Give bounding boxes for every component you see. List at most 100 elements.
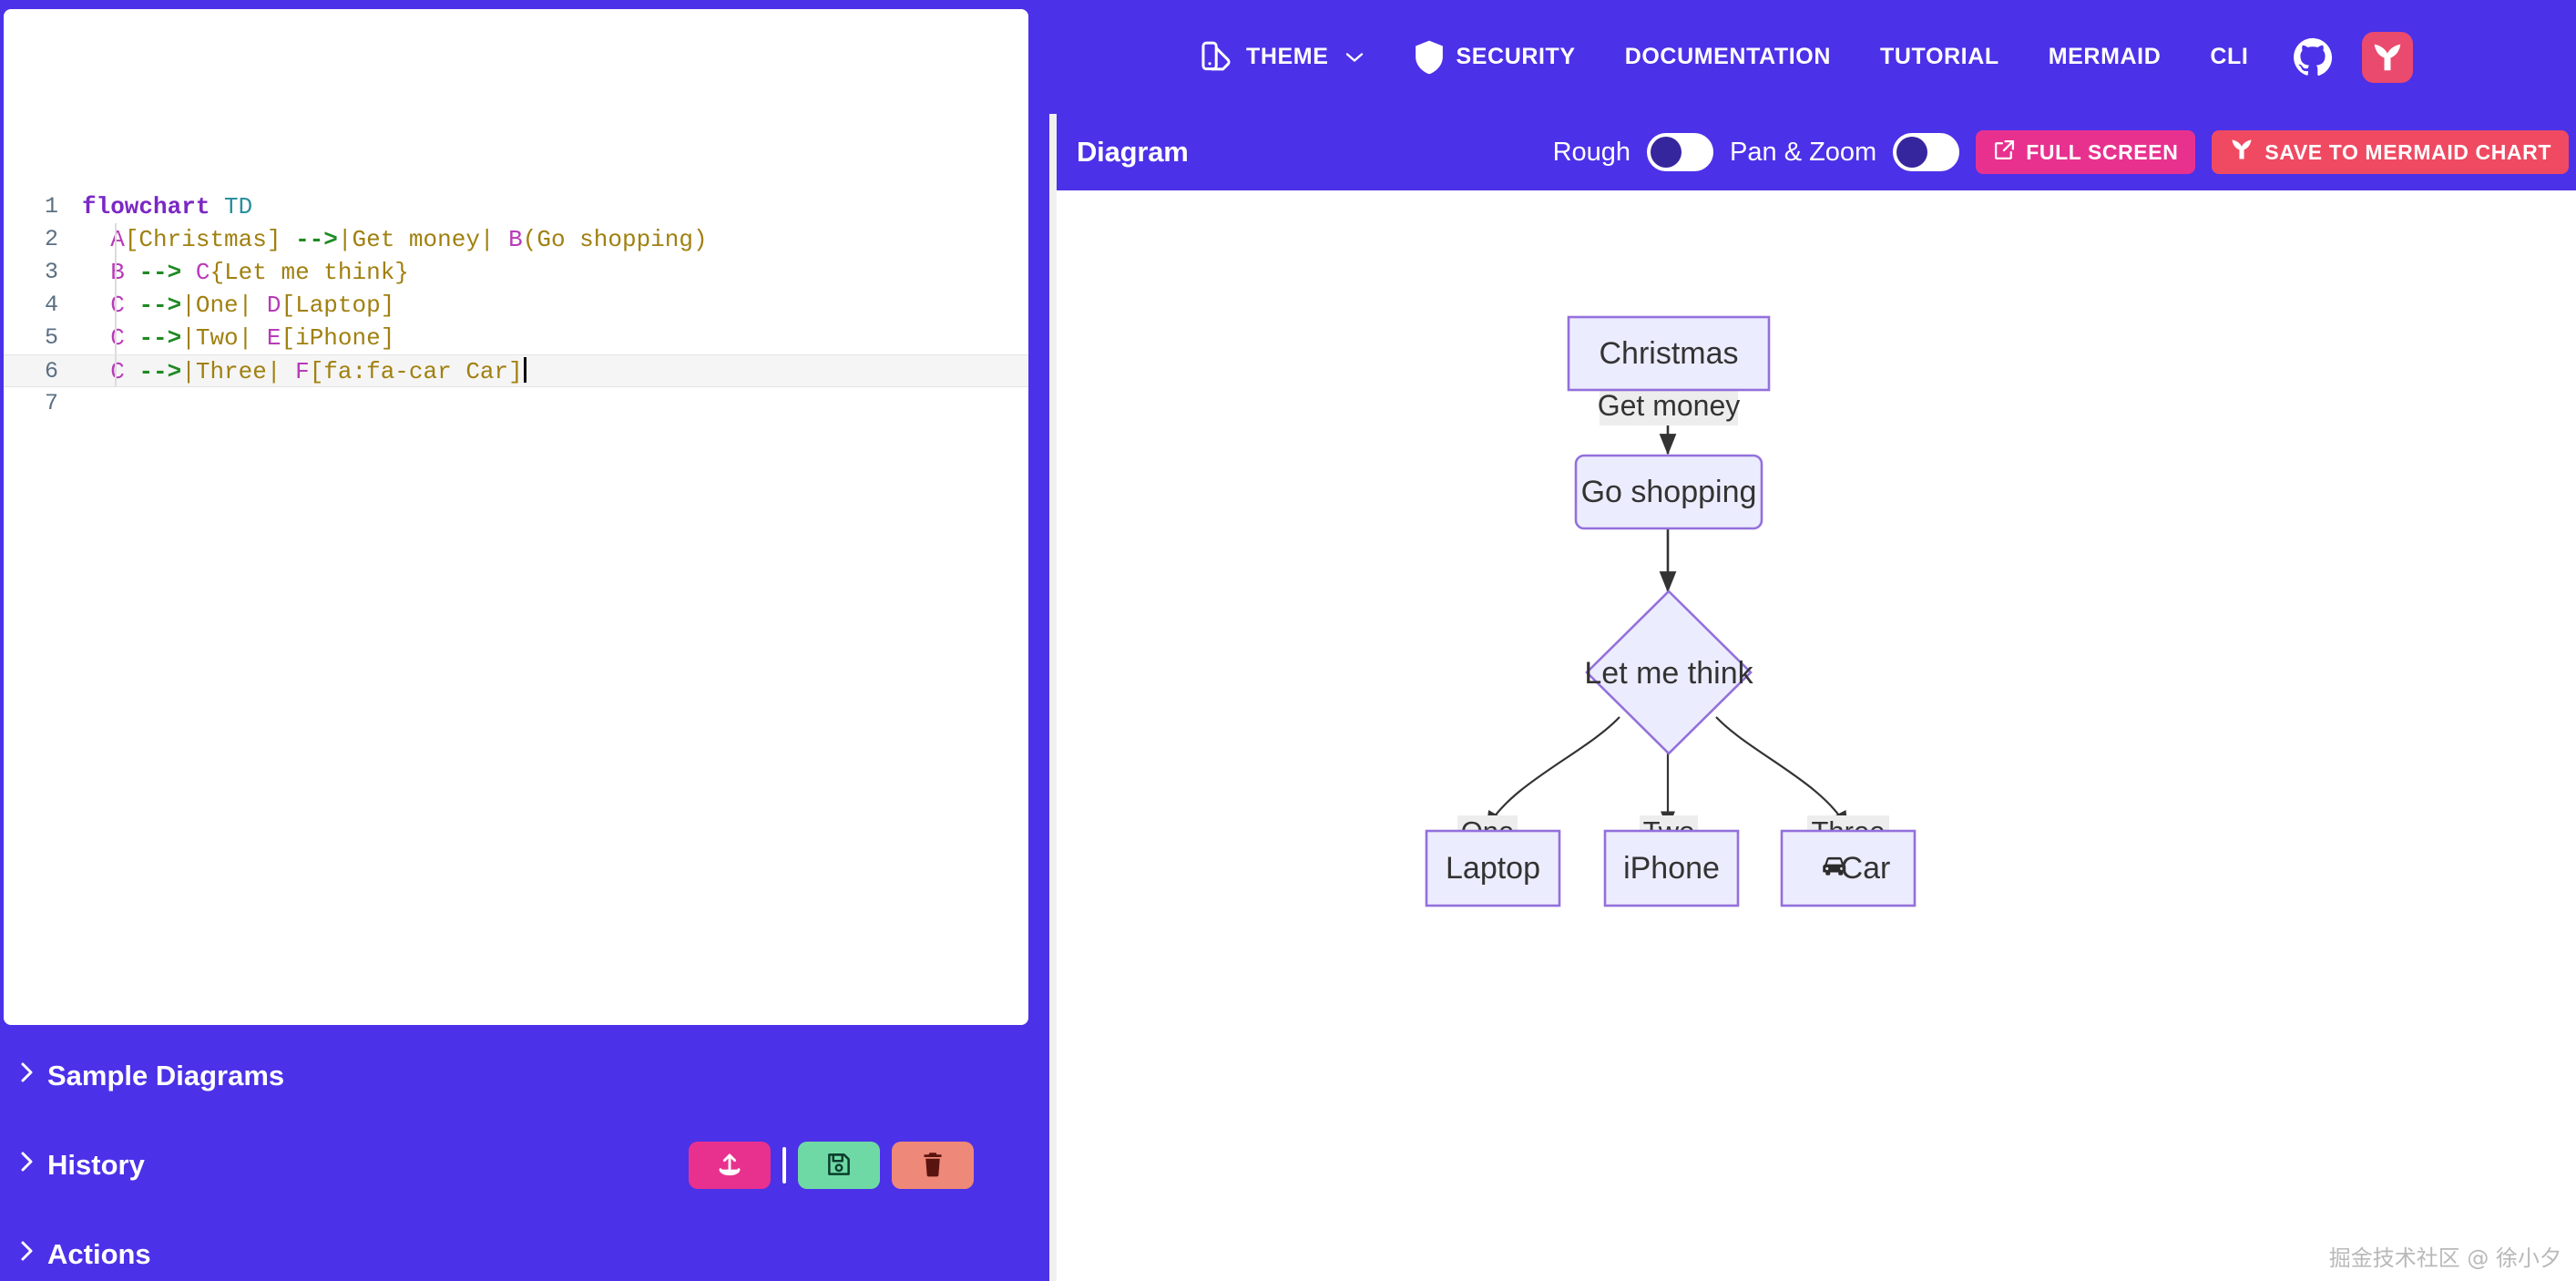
accordion-sample-diagrams[interactable]: Sample Diagrams [4, 1043, 1028, 1109]
code-line-text: B --> C{Let me think} [110, 259, 409, 286]
indent-guide [115, 289, 117, 322]
save-chart-label: SAVE TO MERMAID CHART [2264, 139, 2551, 164]
accordion-label: Actions [47, 1238, 151, 1270]
line-number: 3 [44, 259, 58, 285]
shield-icon [1414, 39, 1445, 76]
code-line-4: 4 C -->|One| D[Laptop] [4, 289, 1028, 322]
accordion-sample-diagrams-title: Sample Diagrams [18, 1060, 284, 1092]
diagram-canvas[interactable]: Get money One Two Three Christmas [1057, 190, 2576, 1281]
code-line-text: C -->|One| D[Laptop] [110, 292, 395, 319]
nav-links: THEME SECURITY DOCUMENTATION TUTORIAL [1175, 0, 2429, 114]
upload-icon [716, 1151, 743, 1181]
car-icon [1823, 856, 1846, 876]
indent-guide [115, 355, 117, 386]
node-let-me-think[interactable]: Let me think [1584, 589, 1754, 755]
node-iphone[interactable]: iPhone [1603, 829, 1740, 907]
theme-palette-icon [1200, 39, 1234, 76]
nav-item-mermaid-label: MERMAID [2048, 44, 2162, 69]
node-go-shopping[interactable]: Go shopping [1574, 454, 1763, 530]
text-cursor [523, 357, 526, 383]
code-editor[interactable]: 1 flowchart TD 2 A[Christmas] -->|Get mo… [4, 190, 1028, 1025]
accordion-label: Sample Diagrams [47, 1060, 285, 1091]
chevron-right-icon [18, 1238, 36, 1271]
diagram-header-controls: Rough Pan & Zoom FULL SCREEN [1553, 130, 2569, 174]
node-label: Laptop [1446, 851, 1540, 886]
history-actions [689, 1142, 974, 1189]
nav-item-theme-label: THEME [1246, 44, 1329, 69]
nav-item-security[interactable]: SECURITY [1389, 0, 1600, 114]
full-screen-label: FULL SCREEN [2026, 139, 2179, 164]
code-line-text: C -->|Two| E[iPhone] [110, 324, 395, 352]
node-label: iPhone [1623, 851, 1720, 886]
full-screen-button[interactable]: FULL SCREEN [1976, 130, 2196, 174]
toggle-knob [1651, 137, 1682, 168]
code-line-2: 2 A[Christmas] -->|Get money| B(Go shopp… [4, 223, 1028, 256]
mermaid-chart-logo [2362, 31, 2414, 83]
nav-item-cli-label: CLI [2210, 44, 2249, 69]
diagram-panel: Diagram Rough Pan & Zoom FULL SCREEN [1057, 114, 2576, 1281]
code-line-text: A[Christmas] -->|Get money| B(Go shoppin… [110, 226, 708, 253]
mermaid-chart-logo [2229, 137, 2254, 168]
pan-zoom-label: Pan & Zoom [1730, 137, 1877, 167]
chevron-down-icon [1344, 51, 1365, 64]
line-number: 5 [44, 324, 58, 351]
line-number: 2 [44, 226, 58, 252]
nav-item-mermaid[interactable]: MERMAID [2024, 0, 2186, 114]
nav-item-theme[interactable]: THEME [1175, 0, 1389, 114]
nav-item-documentation[interactable]: DOCUMENTATION [1600, 0, 1855, 114]
line-number: 4 [44, 292, 58, 318]
floppy-disk-icon [825, 1151, 853, 1181]
chevron-right-icon [18, 1060, 36, 1092]
save-button[interactable] [798, 1142, 880, 1189]
code-line-text: C -->|Three| F[fa:fa-car Car] [75, 355, 526, 388]
nav-item-mermaid-chart[interactable] [2353, 0, 2429, 114]
code-line-6: 6 C -->|Three| F[fa:fa-car Car] [4, 354, 1028, 387]
indent-guide [115, 322, 117, 354]
accordion-history[interactable]: History [4, 1132, 1028, 1198]
upload-button[interactable] [689, 1142, 771, 1189]
diagram-panel-title: Diagram [1077, 136, 1189, 168]
rough-label: Rough [1552, 137, 1631, 167]
node-laptop[interactable]: Laptop [1425, 829, 1561, 907]
line-number: 7 [44, 390, 58, 416]
panel-divider[interactable] [1049, 114, 1057, 1281]
node-car[interactable]: Car [1780, 829, 1917, 907]
pan-zoom-toggle[interactable] [1893, 133, 1960, 171]
accordion-label: History [47, 1149, 145, 1181]
node-label: Go shopping [1581, 475, 1757, 509]
edge-label-text: Get money [1598, 389, 1741, 422]
node-christmas[interactable]: Christmas [1567, 315, 1771, 392]
external-link-icon [1993, 138, 2016, 167]
indent-guide [115, 256, 117, 289]
code-lines: 1 flowchart TD 2 A[Christmas] -->|Get mo… [4, 190, 1028, 420]
edge-C-F [1715, 716, 1848, 830]
indent-guide [115, 223, 117, 256]
watermark: 掘金技术社区 @ 徐小夕 [2328, 1245, 2561, 1271]
trash-icon [919, 1151, 946, 1181]
chevron-right-icon [18, 1149, 36, 1182]
accordion-history-title: History [18, 1149, 145, 1182]
accordion-actions-title: Actions [18, 1238, 151, 1271]
nav-item-tutorial-label: TUTORIAL [1880, 44, 1999, 69]
code-line-text: flowchart TD [82, 193, 253, 220]
save-to-mermaid-chart-button[interactable]: SAVE TO MERMAID CHART [2212, 130, 2569, 174]
line-number: 6 [44, 358, 58, 384]
github-icon [2293, 37, 2333, 77]
nav-item-tutorial[interactable]: TUTORIAL [1855, 0, 2024, 114]
code-line-1: 1 flowchart TD [4, 190, 1028, 223]
rough-toggle[interactable] [1647, 133, 1714, 171]
node-label: Christmas [1599, 336, 1738, 371]
edge-C-D [1486, 716, 1620, 830]
nav-item-security-label: SECURITY [1456, 44, 1576, 69]
code-line-3: 3 B --> C{Let me think} [4, 256, 1028, 289]
button-divider [782, 1147, 786, 1184]
delete-button[interactable] [892, 1142, 974, 1189]
nav-item-cli[interactable]: CLI [2185, 0, 2273, 114]
accordion-actions[interactable]: Actions [4, 1222, 1028, 1281]
node-label: Let me think [1584, 656, 1753, 691]
toggle-knob [1896, 137, 1928, 168]
diagram-header: Diagram Rough Pan & Zoom FULL SCREEN [1057, 114, 2576, 190]
nav-item-github[interactable] [2273, 0, 2353, 114]
code-line-5: 5 C -->|Two| E[iPhone] [4, 322, 1028, 354]
flowchart-svg: Get money One Two Three Christmas [1425, 315, 1917, 907]
